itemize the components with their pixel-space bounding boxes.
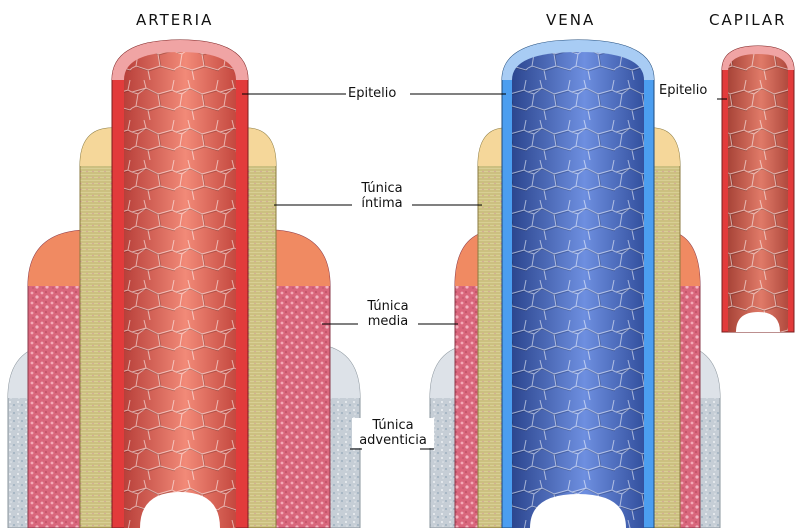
label-tunica-media-line2: media: [367, 314, 409, 329]
artery-vessel: [7, 39, 361, 528]
vein-opening: [530, 494, 626, 528]
vein-lumen: [512, 52, 644, 528]
capillary-opening: [736, 312, 780, 332]
label-epitelio: Epitelio: [346, 86, 399, 101]
label-epitelio-capilar: Epitelio: [657, 83, 710, 98]
leader-lines: [242, 93, 727, 450]
vein-vessel: [429, 39, 721, 528]
label-tunica-intima: Túnica íntima: [352, 181, 412, 211]
label-tunica-media: Túnica media: [358, 299, 418, 329]
label-tunica-intima-line1: Túnica: [361, 181, 403, 196]
label-tunica-adventicia: Túnica adventicia: [352, 418, 434, 448]
artery-lumen: [124, 52, 236, 528]
label-tunica-adventicia-line1: Túnica: [372, 418, 414, 433]
label-tunica-adventicia-line2: adventicia: [359, 433, 427, 448]
artery-opening: [140, 492, 220, 528]
label-tunica-intima-line2: íntima: [361, 196, 403, 211]
title-capilar: CAPILAR: [709, 11, 787, 29]
capillary-vessel: [721, 45, 795, 333]
title-vena: VENA: [546, 11, 596, 29]
label-tunica-media-line1: Túnica: [367, 299, 409, 314]
title-arteria: ARTERIA: [136, 11, 214, 29]
